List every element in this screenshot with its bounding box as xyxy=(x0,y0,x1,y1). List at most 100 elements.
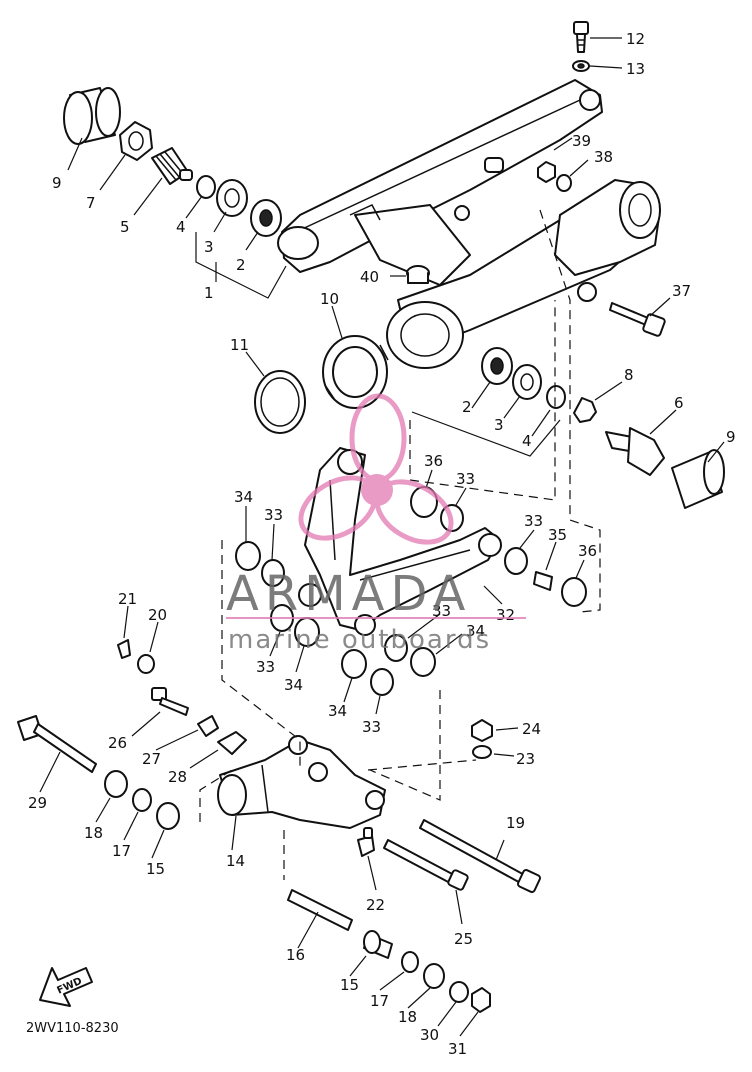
callout-36-b: 36 xyxy=(578,542,597,560)
collar-15-left xyxy=(156,802,180,830)
callout-40: 40 xyxy=(360,268,379,286)
callout-34-c: 34 xyxy=(284,676,303,694)
watermark-brand: ARMADA xyxy=(226,566,471,622)
cap-9-lower xyxy=(671,449,725,509)
connecting-rod-14 xyxy=(217,735,386,829)
callout-33: 33 xyxy=(456,470,475,488)
leader-lines xyxy=(39,37,725,1037)
swingarm-main xyxy=(277,79,661,369)
callout-35: 35 xyxy=(548,526,567,544)
screw-21 xyxy=(117,639,131,659)
callout-2-lower: 2 xyxy=(462,398,472,416)
collar-15-right xyxy=(363,930,393,959)
bushing-18-left xyxy=(104,770,128,798)
bearing-3-upper xyxy=(216,179,248,217)
callout-33-e: 33 xyxy=(256,658,275,676)
callout-29: 29 xyxy=(28,794,47,812)
callout-23: 23 xyxy=(516,750,535,768)
callout-21: 21 xyxy=(118,590,137,608)
callout-15-b: 15 xyxy=(340,976,359,994)
bearing-2-upper xyxy=(250,199,282,237)
callout-7: 7 xyxy=(86,194,96,212)
bolt-26 xyxy=(151,687,189,716)
grease-nipple-22 xyxy=(357,827,375,857)
washer-13 xyxy=(572,60,590,72)
callout-27: 27 xyxy=(142,750,161,768)
fwd-direction-arrow: FWD xyxy=(39,967,93,1007)
callout-12: 12 xyxy=(626,30,645,48)
callout-11: 11 xyxy=(230,336,249,354)
washer-17-left xyxy=(132,788,152,812)
callout-33-c: 33 xyxy=(524,512,543,530)
washer-38 xyxy=(556,174,572,192)
bolt-12 xyxy=(573,21,589,53)
callout-14: 14 xyxy=(226,852,245,870)
callout-10: 10 xyxy=(320,290,339,308)
callout-28: 28 xyxy=(168,768,187,786)
lockwasher-8 xyxy=(573,397,597,423)
bolt-25 xyxy=(383,839,469,891)
cap-9-upper xyxy=(63,87,121,145)
bushing-18-right xyxy=(423,963,445,989)
callout-34-b: 34 xyxy=(466,622,485,640)
callout-25: 25 xyxy=(454,930,473,948)
watermark-tagline: marine outboards xyxy=(228,625,491,655)
callout-18: 18 xyxy=(84,824,103,842)
callout-33-b: 33 xyxy=(264,506,283,524)
callout-17-b: 17 xyxy=(370,992,389,1010)
watermark: ARMADA marine outboards xyxy=(226,393,526,655)
nut-7 xyxy=(119,121,153,161)
washer-20 xyxy=(137,654,155,674)
callout-1: 1 xyxy=(204,284,214,302)
bearing-3-lower xyxy=(512,364,542,400)
bolt-19 xyxy=(419,819,541,893)
callout-13: 13 xyxy=(626,60,645,78)
washer-23 xyxy=(472,745,492,759)
cap-40 xyxy=(406,265,430,284)
callout-24: 24 xyxy=(522,720,541,738)
collar-4-upper xyxy=(196,175,216,199)
ring-11 xyxy=(254,370,306,434)
washer-30 xyxy=(449,981,469,1003)
callout-9: 9 xyxy=(52,174,62,192)
callout-19: 19 xyxy=(506,814,525,832)
callout-9-lower: 9 xyxy=(726,428,736,446)
callout-3: 3 xyxy=(204,238,214,256)
callout-30: 30 xyxy=(420,1026,439,1044)
callout-2: 2 xyxy=(236,256,246,274)
callout-26: 26 xyxy=(108,734,127,752)
bearing-2-lower xyxy=(481,347,513,385)
callout-39: 39 xyxy=(572,132,591,150)
callout-18-b: 18 xyxy=(398,1008,417,1026)
callout-33-d: 33 xyxy=(432,602,451,620)
callout-17: 17 xyxy=(112,842,131,860)
callout-8: 8 xyxy=(624,366,634,384)
callout-37: 37 xyxy=(672,282,691,300)
bolt-37 xyxy=(609,302,666,337)
seal-10 xyxy=(322,335,389,409)
plate-28 xyxy=(217,731,247,755)
callout-numbers: 12 13 9 7 5 4 3 2 1 39 38 40 10 37 11 8 … xyxy=(28,30,736,1058)
callout-32: 32 xyxy=(496,606,515,624)
callout-33-f: 33 xyxy=(362,718,381,736)
callout-36: 36 xyxy=(424,452,443,470)
assembly-guides xyxy=(199,209,601,880)
nut-24 xyxy=(471,719,493,742)
callout-4: 4 xyxy=(176,218,186,236)
callout-20: 20 xyxy=(148,606,167,624)
callout-38: 38 xyxy=(594,148,613,166)
callout-34: 34 xyxy=(234,488,253,506)
callout-31: 31 xyxy=(448,1040,467,1058)
callout-5: 5 xyxy=(120,218,130,236)
callout-34-d: 34 xyxy=(328,702,347,720)
pivot-shaft-6 xyxy=(605,427,665,476)
watermark-propeller-logo xyxy=(298,393,454,545)
callout-22: 22 xyxy=(366,896,385,914)
callout-15: 15 xyxy=(146,860,165,878)
bolt-29 xyxy=(17,715,97,773)
callout-4-lower: 4 xyxy=(522,432,532,450)
callout-16: 16 xyxy=(286,946,305,964)
callout-6: 6 xyxy=(674,394,684,412)
washer-17-right xyxy=(401,951,419,973)
